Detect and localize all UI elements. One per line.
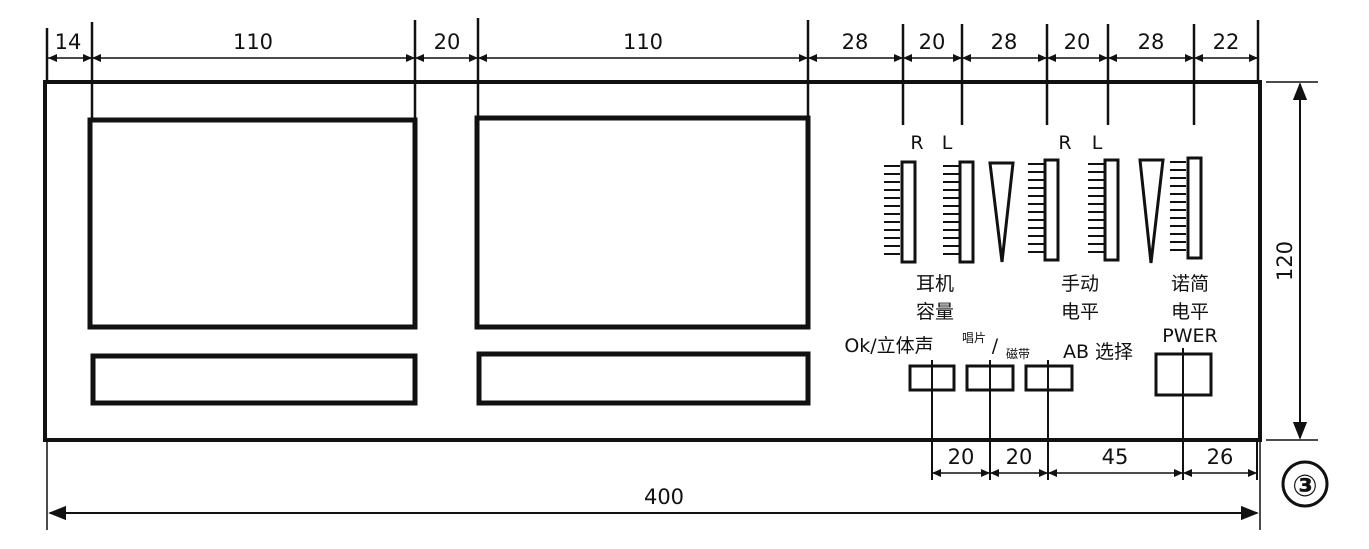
dim-top-6: 28 bbox=[991, 30, 1018, 54]
dim-bottom-2: 45 bbox=[1102, 445, 1129, 469]
total-width-dimension: 400 bbox=[46, 440, 1261, 530]
label-auto-2: 电平 bbox=[1171, 301, 1209, 323]
dim-top-2: 20 bbox=[434, 30, 461, 54]
label-l-headphone: L bbox=[942, 132, 953, 154]
dim-top-9: 22 bbox=[1213, 30, 1240, 54]
front-panel-outline bbox=[43, 80, 1262, 442]
left-lower-window bbox=[90, 353, 418, 406]
dim-bottom-3: 26 bbox=[1207, 445, 1234, 469]
label-r-manual: R bbox=[1058, 132, 1071, 154]
right-lower-window bbox=[476, 351, 811, 406]
dim-top-3: 110 bbox=[623, 30, 663, 54]
right-screen bbox=[474, 115, 811, 330]
slider-manual-l[interactable] bbox=[1088, 158, 1120, 262]
dim-top-4: 28 bbox=[842, 30, 869, 54]
dim-height: 120 bbox=[1273, 241, 1297, 281]
label-power: PWER bbox=[1162, 325, 1217, 347]
dim-top-5: 20 bbox=[919, 30, 946, 54]
label-ab-select: AB 选择 bbox=[1063, 341, 1133, 363]
slider-auto-level[interactable] bbox=[1170, 156, 1203, 260]
label-manual-1: 手动 bbox=[1061, 273, 1099, 295]
top-dimension-chain: 14 110 20 110 28 20 28 20 28 22 bbox=[45, 18, 1260, 125]
label-auto-1: 诺简 bbox=[1171, 273, 1209, 295]
label-headphone-1: 耳机 bbox=[916, 273, 954, 295]
dim-bottom-0: 20 bbox=[948, 445, 975, 469]
dim-total-width: 400 bbox=[644, 485, 684, 509]
dim-top-8: 28 bbox=[1138, 30, 1165, 54]
label-manual-2: 电平 bbox=[1061, 301, 1099, 323]
label-r-headphone: R bbox=[910, 132, 923, 154]
slider-headphone-r[interactable] bbox=[884, 160, 917, 264]
label-headphone-2: 容量 bbox=[916, 301, 954, 323]
label-ok-stereo: Ok/立体声 bbox=[844, 335, 933, 357]
level-wedge-2 bbox=[1138, 158, 1165, 264]
label-record-slash: / bbox=[992, 335, 999, 357]
dim-top-1: 110 bbox=[233, 30, 273, 54]
right-dimension: 120 bbox=[1266, 81, 1318, 441]
left-screen bbox=[87, 117, 418, 330]
label-l-manual: L bbox=[1092, 132, 1103, 154]
bottom-dimension-chain: 20 20 45 26 bbox=[931, 348, 1258, 480]
dim-top-7: 20 bbox=[1064, 30, 1091, 54]
figure-number-text: ③ bbox=[1292, 469, 1317, 504]
slider-headphone-l[interactable] bbox=[943, 160, 975, 264]
level-wedge-1 bbox=[988, 161, 1015, 263]
figure-number: ③ bbox=[1281, 460, 1329, 508]
label-record-tape: 磁带 bbox=[1006, 346, 1030, 361]
dim-bottom-1: 20 bbox=[1006, 445, 1033, 469]
label-record-disc: 唱片 bbox=[962, 331, 986, 345]
dim-top-0: 14 bbox=[55, 30, 82, 54]
slider-manual-r[interactable] bbox=[1028, 158, 1060, 262]
